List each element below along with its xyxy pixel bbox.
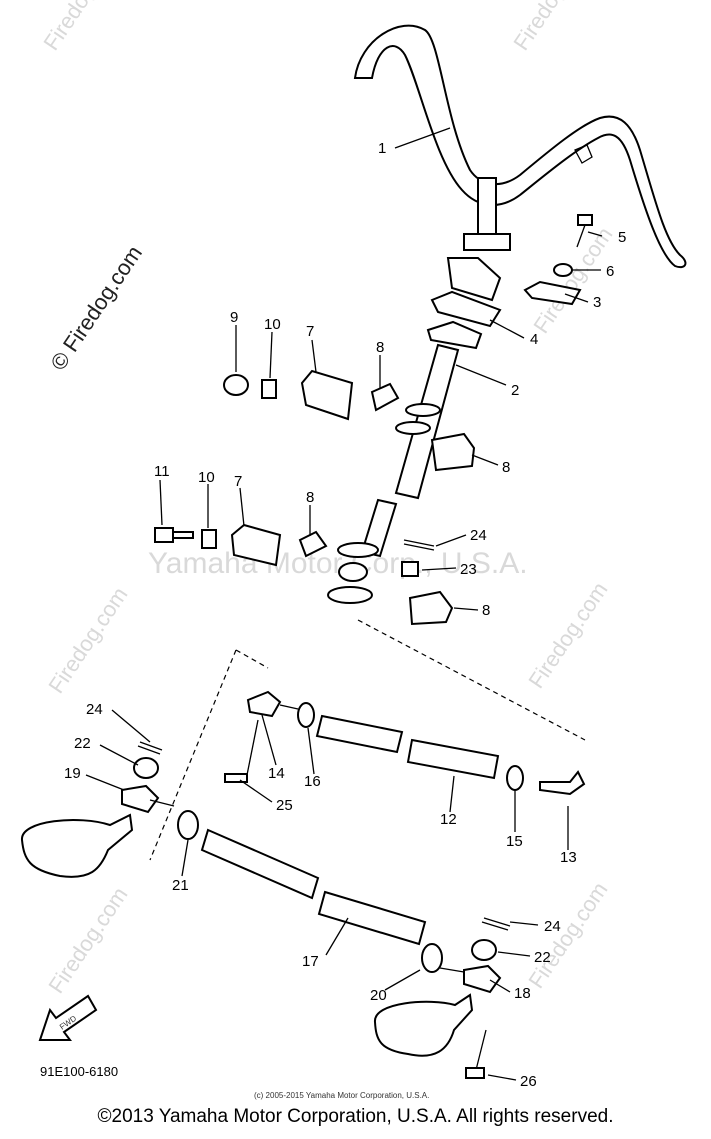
callout-20: 20 <box>370 987 387 1004</box>
callout-18: 18 <box>514 985 531 1002</box>
watermark-site-7: Firedog.com <box>523 877 612 992</box>
bolt-part-11 <box>154 527 194 543</box>
grommet-part-9 <box>223 374 249 396</box>
callout-21: 21 <box>172 877 189 894</box>
callout-10b: 10 <box>198 469 215 486</box>
lower-shaft <box>327 498 398 604</box>
callout-6: 6 <box>606 263 614 280</box>
watermark-site-5: Firedog.com <box>523 577 612 692</box>
watermark-side: © Firedog.com <box>45 241 147 375</box>
callout-24a: 24 <box>470 527 487 544</box>
watermark-main: Yamaha Motor Corp., U.S.A. <box>148 547 528 580</box>
watermark-site-1: Firedog.com <box>38 0 127 55</box>
clip-part-10a <box>261 379 277 399</box>
callout-11: 11 <box>154 463 170 480</box>
callout-22b: 22 <box>534 949 551 966</box>
callout-24c: 24 <box>544 918 561 935</box>
callout-22a: 22 <box>74 735 91 752</box>
callout-17: 17 <box>302 953 319 970</box>
callout-2: 2 <box>511 382 519 399</box>
assembly-line-c <box>149 649 237 861</box>
clamp-part-3 <box>523 280 582 306</box>
handlebar <box>353 24 687 302</box>
fwd-arrow-icon: FWD <box>38 994 98 1041</box>
callout-13: 13 <box>560 849 577 866</box>
clip-part-10b <box>201 529 217 549</box>
callout-26: 26 <box>520 1073 537 1090</box>
tie-rod-ends <box>20 741 511 1079</box>
callout-1: 1 <box>378 140 386 157</box>
callout-7b: 7 <box>234 473 242 490</box>
callout-5: 5 <box>618 229 626 246</box>
callout-14: 14 <box>268 765 285 782</box>
callout-19: 19 <box>64 765 81 782</box>
watermark-site-6: Firedog.com <box>43 882 132 997</box>
callout-8b: 8 <box>502 459 510 476</box>
bushings <box>298 382 476 626</box>
callout-7a: 7 <box>306 323 314 340</box>
column-part-2 <box>394 320 483 500</box>
callout-15: 15 <box>506 833 523 850</box>
callout-10a: 10 <box>264 316 281 333</box>
holder-part-4 <box>430 290 502 328</box>
assembly-line-b <box>235 649 269 669</box>
callouts: 1 2 3 4 5 6 7 7 8 8 8 8 9 10 10 11 12 13… <box>64 140 626 1090</box>
callout-16: 16 <box>304 773 321 790</box>
assembly-line-a <box>357 619 586 741</box>
bracket-part-7a <box>300 369 354 421</box>
callout-4: 4 <box>530 331 538 348</box>
nut-part-6 <box>553 263 573 277</box>
watermark-site-3: Firedog.com <box>528 222 617 337</box>
callout-8d: 8 <box>482 602 490 619</box>
callout-8c: 8 <box>306 489 314 506</box>
callout-24b: 24 <box>86 701 103 718</box>
callout-12: 12 <box>440 811 457 828</box>
tie-rod-assembly <box>177 690 586 973</box>
pin-part-24a <box>403 539 435 551</box>
callout-3: 3 <box>593 294 601 311</box>
callout-9: 9 <box>230 309 238 326</box>
leader-lines <box>85 127 603 1081</box>
small-copyright: (c) 2005-2015 Yamaha Motor Corporation, … <box>254 1091 429 1100</box>
nut-part-23 <box>401 561 419 577</box>
callout-8a: 8 <box>376 339 384 356</box>
callout-23: 23 <box>460 561 477 578</box>
bolt-part-5 <box>576 214 593 248</box>
diagram-code: 91E100-6180 <box>40 1064 118 1079</box>
callout-25: 25 <box>276 797 293 814</box>
watermark-layer: Yamaha Motor Corp., U.S.A. © Firedog.com… <box>38 0 617 998</box>
bracket-part-7b <box>230 523 282 567</box>
footer-copyright: ©2013 Yamaha Motor Corporation, U.S.A. A… <box>97 1106 614 1127</box>
watermark-site-4: Firedog.com <box>43 582 132 697</box>
watermark-site-2: Firedog.com <box>508 0 597 55</box>
